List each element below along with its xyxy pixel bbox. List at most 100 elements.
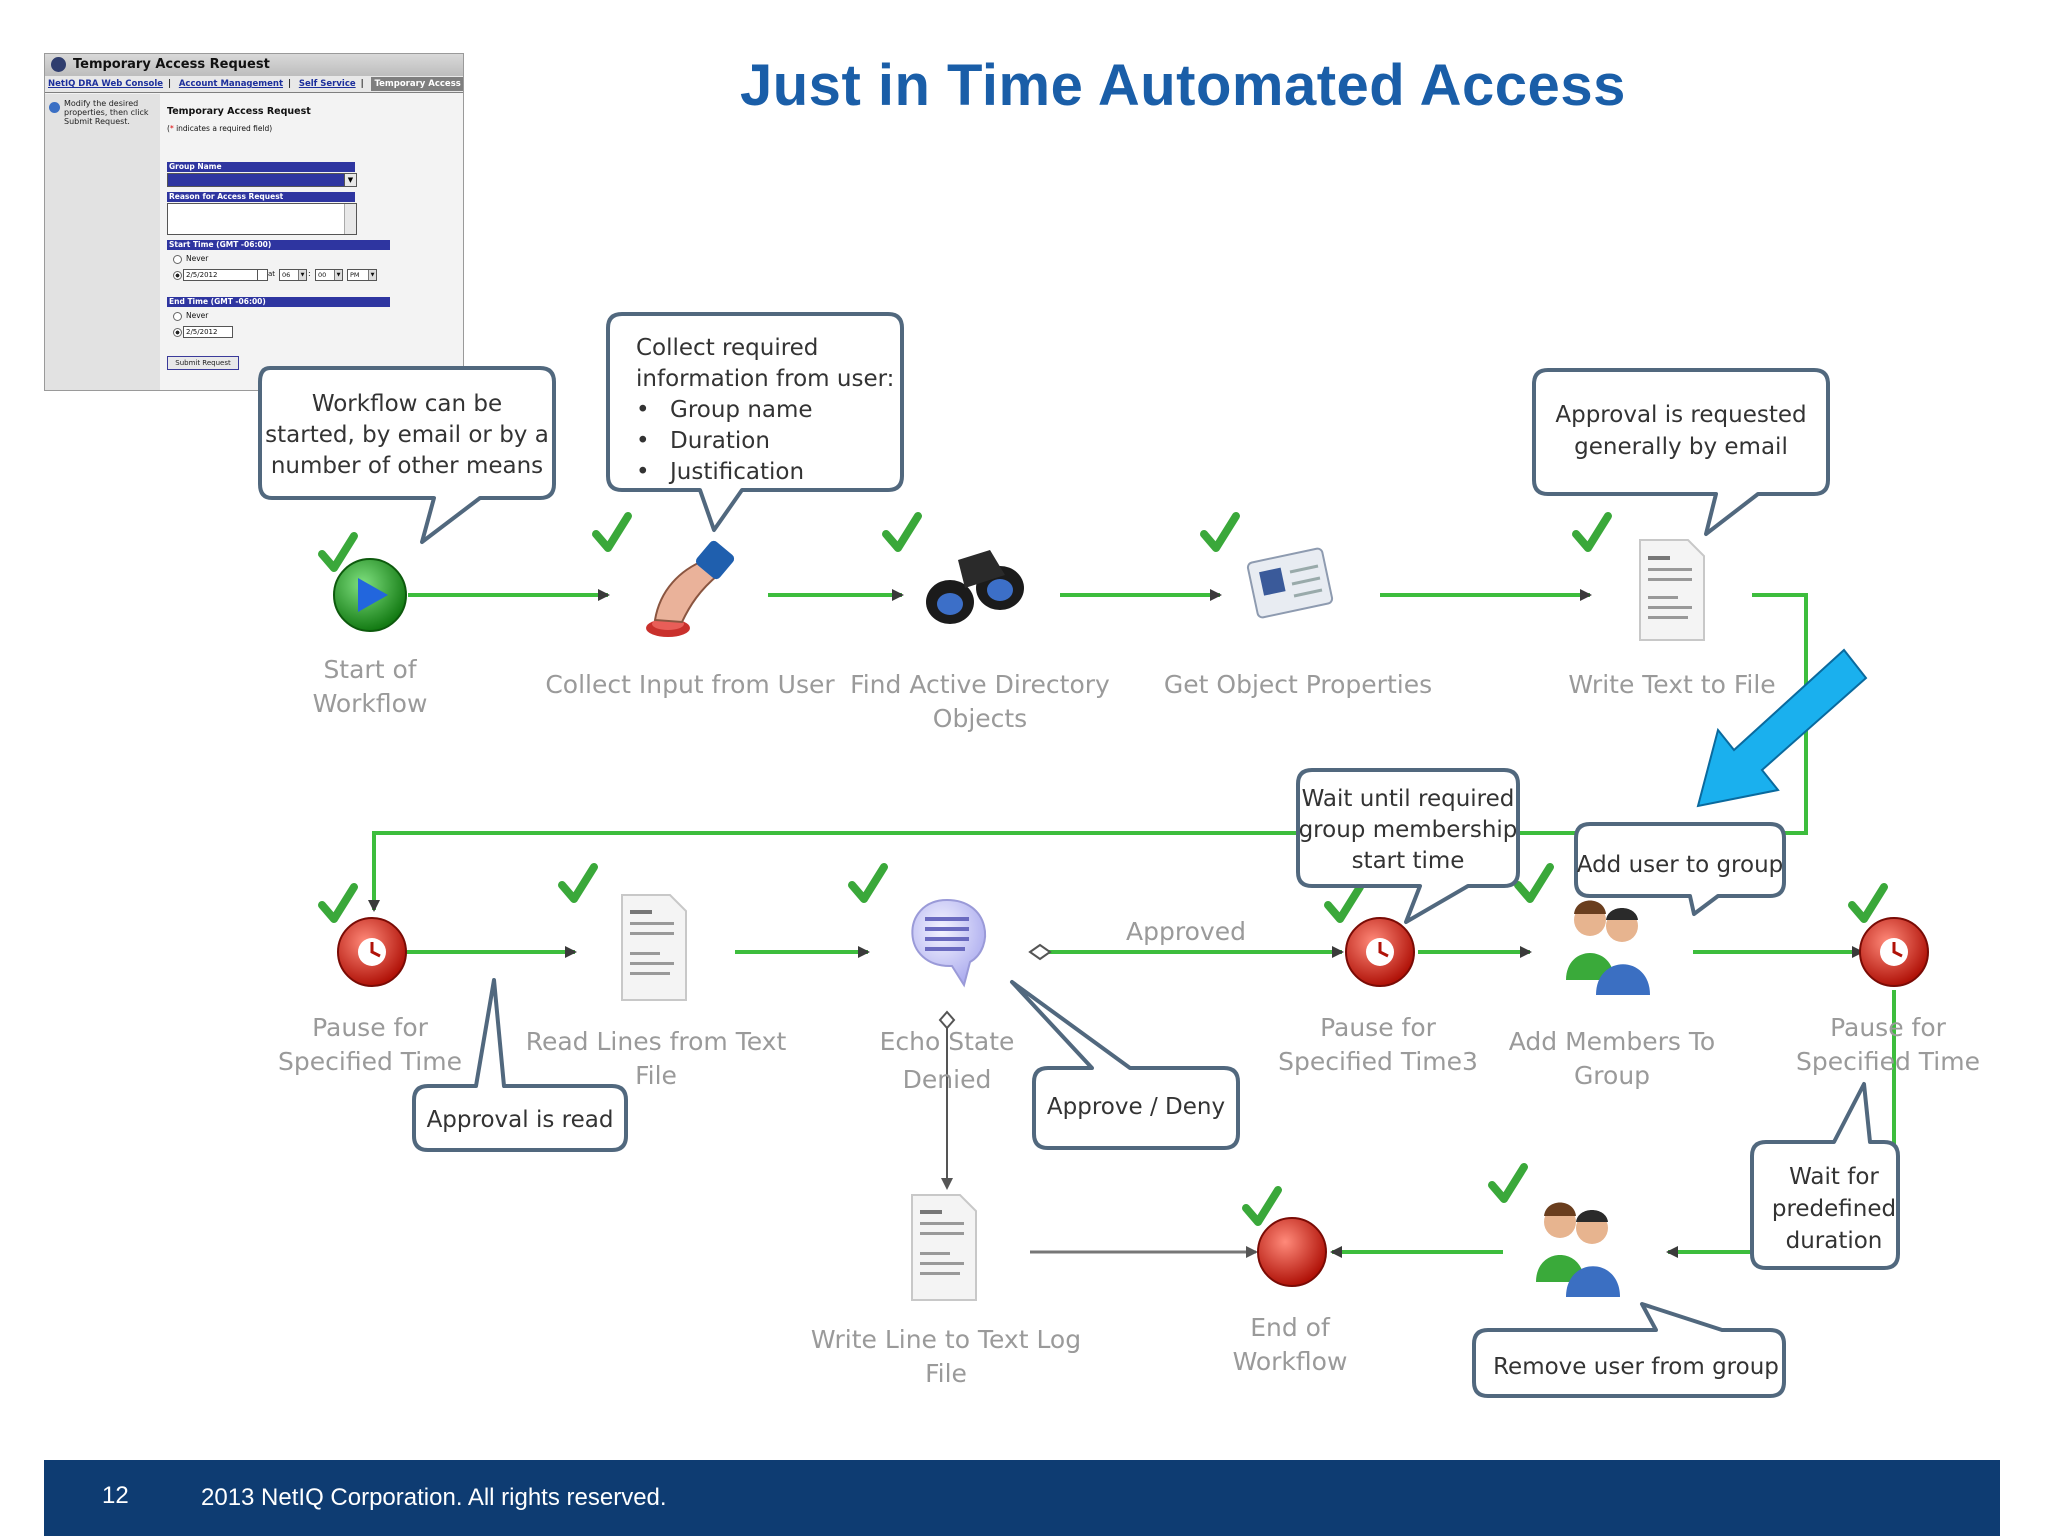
play-icon [333, 558, 407, 632]
svg-text:Approve / Deny: Approve / Deny [1047, 1094, 1225, 1120]
callout-wait-duration: Wait for predefined duration [1750, 1082, 1900, 1270]
svg-text:•: • [636, 428, 650, 454]
submit-request-button[interactable]: Submit Request [167, 356, 239, 370]
checkmarks [318, 512, 1888, 1226]
svg-text:Justification: Justification [668, 459, 804, 485]
binoculars-icon [926, 550, 1024, 624]
svg-text:•: • [636, 397, 650, 423]
node-label-add-line2: Group [1574, 1061, 1650, 1090]
stop-icon [1257, 1217, 1327, 1287]
edge-label-approved: Approved [1126, 917, 1246, 946]
callout-wait-start: Wait until required group membership sta… [1296, 768, 1520, 924]
form-nav-bar: NetIQ DRA Web Console| Account Managemen… [45, 76, 463, 93]
end-date-input[interactable]: 2/5/2012 [183, 326, 233, 338]
slide-title: Just in Time Automated Access [740, 53, 1626, 118]
id-card-icon [1246, 547, 1334, 619]
time-colon: : [308, 269, 311, 278]
scrollbar[interactable] [344, 204, 356, 234]
check-icon [882, 512, 922, 552]
minute-select[interactable]: 00▼ [315, 269, 343, 281]
node-label-read-line2: File [635, 1061, 677, 1090]
group-name-label: Group Name [167, 162, 355, 172]
reason-textarea[interactable] [167, 203, 357, 235]
form-body: Temporary Access Request (* indicates a … [163, 94, 463, 390]
check-icon [592, 512, 632, 552]
check-icon [1324, 883, 1364, 923]
finger-press-icon [646, 540, 735, 637]
svg-text:Approval is read: Approval is read [427, 1107, 614, 1133]
node-label-write: Write Text to File [1568, 670, 1775, 699]
end-time-label: End Time (GMT -06:00) [167, 297, 390, 307]
svg-text:Workflow can be: Workflow can be [312, 391, 502, 417]
node-label-read-line1: Read Lines from Text [526, 1027, 787, 1056]
callout-collect: Collect required information from user: … [606, 312, 904, 532]
speech-bubble-icon [911, 898, 986, 988]
start-date-radio[interactable] [173, 270, 186, 280]
document-icon [621, 894, 687, 1001]
svg-text:number of other means: number of other means [271, 453, 543, 479]
svg-text:information from user:: information from user: [636, 366, 894, 392]
form-hint-text: Modify the desired properties, then clic… [64, 99, 149, 126]
nav-link-self-service[interactable]: Self Service [298, 79, 356, 89]
page-number: 12 [102, 1482, 129, 1509]
hour-select[interactable]: 06▼ [279, 269, 307, 281]
form-sidebar: Modify the desired properties, then clic… [45, 94, 160, 390]
check-icon [558, 863, 598, 903]
callout-start: Workflow can be started, by email or by … [258, 366, 556, 544]
form-heading: Temporary Access Request [167, 106, 311, 117]
form-window-title: Temporary Access Request [73, 57, 270, 72]
node-label-props: Get Object Properties [1164, 670, 1432, 699]
clock-icon [337, 917, 407, 987]
check-icon [848, 863, 888, 903]
node-label-pause1-line2: Specified Time [278, 1047, 462, 1076]
group-name-select[interactable]: ▼ [167, 173, 357, 187]
end-date-radio[interactable] [173, 327, 186, 337]
node-label-writelog-line1: Write Line to Text Log [811, 1325, 1081, 1354]
node-label-add-line1: Add Members To [1509, 1027, 1715, 1056]
node-label-end-line2: Workflow [1233, 1347, 1348, 1376]
at-label: at [268, 270, 276, 278]
footer-bar: 12 2013 NetIQ Corporation. All rights re… [44, 1460, 2000, 1536]
callout-approval-requested: Approval is requested generally by email [1532, 368, 1830, 536]
svg-text:Wait for: Wait for [1789, 1164, 1879, 1190]
svg-text:Add user to group: Add user to group [1577, 852, 1784, 878]
nav-tab-temporary-access-request[interactable]: Temporary Access Request [371, 77, 463, 91]
ampm-select[interactable]: PM▼ [347, 269, 377, 281]
copyright-text: 2013 NetIQ Corporation. All rights reser… [201, 1484, 667, 1511]
nav-link-account-management[interactable]: Account Management [178, 79, 284, 89]
svg-text:Group name: Group name [670, 397, 813, 423]
svg-text:Wait until required: Wait until required [1302, 786, 1515, 812]
check-icon [1572, 512, 1612, 552]
end-never-radio[interactable]: Never [173, 311, 208, 321]
clock-icon [1859, 917, 1929, 987]
svg-text:group membership: group membership [1299, 817, 1518, 843]
node-label-start-line2: Workflow [313, 689, 428, 718]
check-icon [1200, 512, 1240, 552]
user-icon [51, 57, 66, 72]
reason-label: Reason for Access Request [167, 192, 355, 202]
svg-text:•: • [636, 459, 650, 485]
document-icon [1639, 539, 1705, 641]
node-label-pause1-line1: Pause for [312, 1013, 429, 1042]
clock-icon [1345, 917, 1415, 987]
start-never-radio[interactable]: Never [173, 254, 208, 264]
node-label-pause2-line1: Pause for [1830, 1013, 1947, 1042]
node-label-pause3-line2: Specified Time3 [1278, 1047, 1478, 1076]
node-label-echo-line2: Denied [903, 1065, 992, 1094]
start-time-label: Start Time (GMT -06:00) [167, 240, 390, 250]
svg-text:Duration: Duration [670, 428, 770, 454]
svg-text:predefined: predefined [1772, 1196, 1896, 1222]
temporary-access-request-form: Temporary Access Request NetIQ DRA Web C… [44, 53, 464, 391]
calendar-icon[interactable] [257, 269, 268, 281]
nav-link-dra-web-console[interactable]: NetIQ DRA Web Console [48, 79, 164, 89]
svg-text:Approval is requested: Approval is requested [1555, 402, 1806, 428]
chevron-down-icon: ▼ [344, 174, 356, 186]
svg-text:duration: duration [1786, 1228, 1883, 1254]
node-label-pause3-line1: Pause for [1320, 1013, 1437, 1042]
node-label-pause2-line2: Specified Time [1796, 1047, 1980, 1076]
form-titlebar: Temporary Access Request [45, 54, 463, 76]
node-label-collect: Collect Input from User [545, 670, 835, 699]
check-icon [1242, 1186, 1282, 1226]
check-icon [318, 532, 358, 572]
